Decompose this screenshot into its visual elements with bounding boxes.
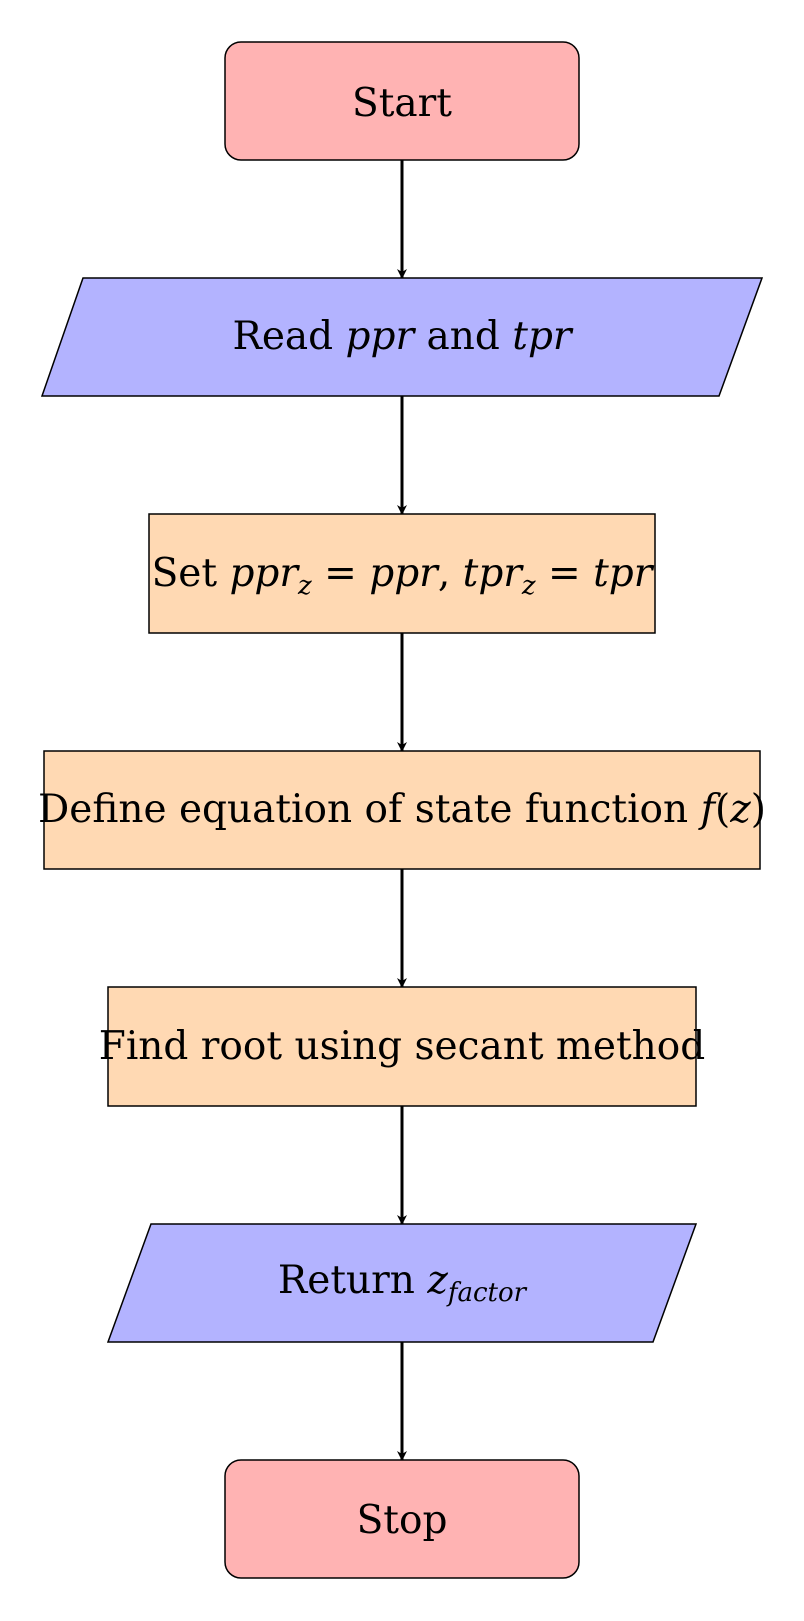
start-label: Start [352, 81, 452, 126]
read-label: Read ppr and tpr [232, 314, 573, 359]
io-shape [40, 277, 764, 397]
set-word: Set [152, 551, 218, 596]
set-label: Set pprz = ppr, tprz = tpr [152, 551, 655, 601]
terminal-shape [224, 41, 580, 161]
process-shape [43, 750, 761, 870]
node-read: Read ppr and tpr [40, 277, 764, 397]
set-eq2: = [548, 551, 581, 596]
return-sub-factor: factor [446, 1278, 528, 1308]
set-var-ppr2: ppr [369, 551, 440, 596]
define-rparen: ) [751, 787, 766, 832]
read-var-tpr: tpr [512, 314, 574, 359]
process-shape [107, 986, 697, 1107]
set-eq1: = [324, 551, 357, 596]
set-comma: , [438, 551, 450, 596]
define-arg: z [729, 787, 751, 832]
read-word: Read [232, 314, 333, 359]
set-var-tpr: tpr [463, 551, 525, 596]
stop-label: Stop [357, 1498, 448, 1543]
find-root-label: Find root using secant method [99, 1024, 705, 1069]
return-word: Return [278, 1258, 415, 1303]
node-find-root: Find root using secant method [99, 986, 705, 1107]
node-return: Return zfactor [106, 1223, 698, 1343]
return-var-z: z [426, 1258, 448, 1303]
read-word-and: and [427, 314, 500, 359]
return-label: Return zfactor [278, 1258, 528, 1308]
set-var-tpr2: tpr [593, 551, 655, 596]
node-set: Set pprz = ppr, tprz = tpr [148, 513, 656, 634]
node-start: Start [224, 41, 580, 161]
set-sub-z1: z [297, 571, 312, 601]
node-define: Define equation of state function f(z) [38, 750, 766, 870]
define-text: Define equation of state function [38, 787, 688, 832]
io-shape [106, 1223, 698, 1343]
node-stop: Stop [224, 1459, 580, 1579]
define-lparen: ( [715, 787, 730, 832]
set-sub-z2: z [521, 571, 536, 601]
terminal-shape [224, 1459, 580, 1579]
set-var-ppr: ppr [229, 551, 300, 596]
read-var-ppr: ppr [346, 314, 417, 359]
process-shape [148, 513, 656, 634]
define-label: Define equation of state function f(z) [38, 787, 766, 832]
